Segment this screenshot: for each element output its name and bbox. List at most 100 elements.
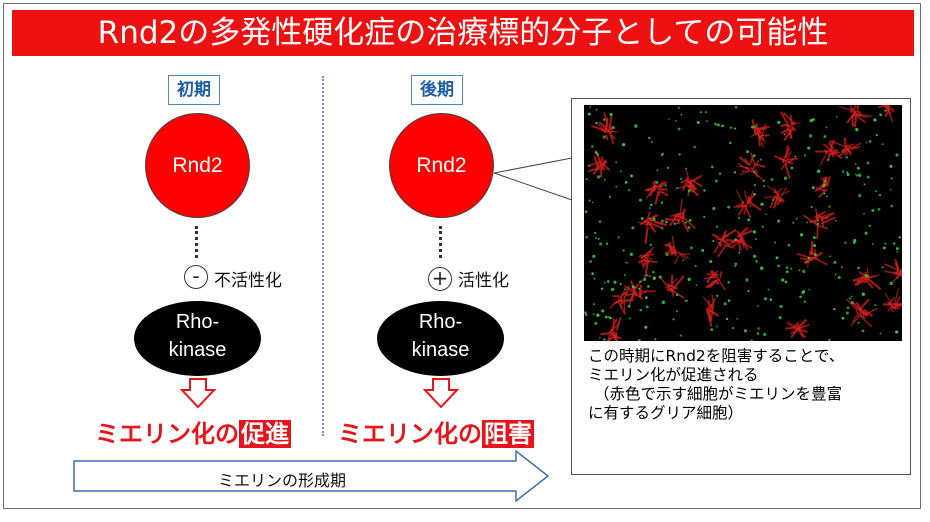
green-nucleus [802, 269, 806, 273]
green-nucleus [718, 172, 722, 176]
green-nucleus [837, 276, 841, 280]
green-nucleus [624, 273, 626, 276]
green-nucleus [848, 297, 851, 300]
green-nucleus [826, 195, 828, 198]
green-nucleus [808, 288, 811, 291]
green-nucleus [884, 109, 887, 112]
green-nucleus [685, 167, 688, 170]
minus-icon: - [184, 265, 208, 289]
green-nucleus [631, 285, 635, 289]
green-nucleus [863, 183, 866, 186]
green-nucleus [645, 274, 648, 277]
red-cell-cluster [884, 259, 902, 286]
green-nucleus [665, 252, 669, 257]
green-nucleus [785, 270, 789, 274]
green-nucleus [585, 236, 588, 239]
green-nucleus [716, 294, 719, 297]
green-nucleus [812, 236, 816, 239]
green-nucleus [747, 289, 750, 293]
green-nucleus [850, 295, 853, 298]
green-nucleus [895, 330, 899, 334]
green-nucleus [753, 183, 757, 187]
red-cell-cluster [591, 111, 618, 145]
green-nucleus [675, 310, 678, 313]
green-nucleus [695, 284, 698, 287]
green-nucleus [603, 281, 606, 284]
green-nucleus [687, 277, 691, 281]
green-nucleus [804, 154, 807, 157]
green-nucleus [868, 140, 872, 143]
green-nucleus [647, 136, 651, 140]
green-nucleus [752, 170, 755, 173]
red-cell-cluster [764, 185, 790, 209]
green-nucleus [589, 260, 592, 263]
action-label-early: 不活性化 [214, 271, 282, 291]
rho-kinase-early: Rho- kinase [134, 301, 261, 376]
green-nucleus [857, 266, 860, 270]
green-nucleus [757, 327, 760, 330]
green-nucleus [640, 216, 644, 220]
green-nucleus [777, 264, 781, 268]
green-nucleus [765, 213, 767, 216]
green-nucleus [734, 106, 738, 109]
red-cell-cluster [703, 269, 726, 291]
green-nucleus [898, 236, 901, 239]
green-nucleus [703, 189, 706, 192]
red-cell-cluster [829, 137, 862, 158]
green-nucleus [889, 164, 893, 168]
result-late: ミエリン化の阻害 [338, 414, 534, 449]
green-nucleus [652, 270, 655, 274]
green-nucleus [816, 219, 819, 222]
red-cell-cluster [802, 208, 836, 239]
green-nucleus [853, 238, 857, 243]
green-nucleus [714, 179, 718, 183]
down-arrow-icon [180, 378, 216, 408]
green-nucleus [895, 153, 899, 157]
green-nucleus [705, 120, 708, 123]
green-nucleus [684, 221, 687, 224]
green-nucleus [689, 246, 694, 250]
red-cell-cluster [882, 288, 902, 313]
green-nucleus [651, 140, 653, 143]
green-nucleus [757, 305, 759, 307]
green-nucleus [627, 304, 631, 308]
green-nucleus [621, 143, 626, 147]
green-nucleus [603, 178, 606, 181]
green-nucleus [746, 150, 750, 154]
green-nucleus [675, 293, 679, 297]
green-nucleus [747, 218, 751, 222]
green-nucleus [890, 177, 893, 180]
green-nucleus [857, 321, 860, 324]
green-nucleus [637, 339, 641, 341]
green-nucleus [672, 318, 675, 321]
green-nucleus [596, 313, 600, 317]
green-nucleus [879, 113, 883, 117]
green-nucleus [845, 311, 849, 315]
red-cell-cluster [815, 139, 843, 166]
red-cell-cluster [785, 318, 811, 339]
green-nucleus [763, 297, 768, 301]
green-nucleus [811, 186, 815, 190]
green-nucleus [882, 246, 886, 250]
green-nucleus [881, 266, 884, 269]
green-nucleus [660, 153, 663, 156]
green-nucleus [714, 122, 717, 126]
green-nucleus [755, 260, 758, 263]
green-nucleus [727, 281, 730, 284]
green-nucleus [591, 145, 594, 148]
green-nucleus [775, 256, 779, 260]
green-nucleus [854, 163, 857, 166]
green-nucleus [823, 192, 826, 195]
green-nucleus [736, 317, 739, 320]
green-nucleus [592, 254, 596, 258]
green-nucleus [729, 141, 732, 145]
green-nucleus [597, 237, 600, 241]
phase-label-late: 後期 [411, 75, 463, 105]
result-emphasis-early: 促進 [239, 420, 291, 448]
green-nucleus [778, 316, 782, 320]
result-early: ミエリン化の促進 [95, 414, 291, 449]
green-nucleus [828, 205, 831, 208]
green-nucleus [734, 238, 738, 241]
green-nucleus [825, 126, 828, 129]
green-nucleus [875, 190, 877, 193]
